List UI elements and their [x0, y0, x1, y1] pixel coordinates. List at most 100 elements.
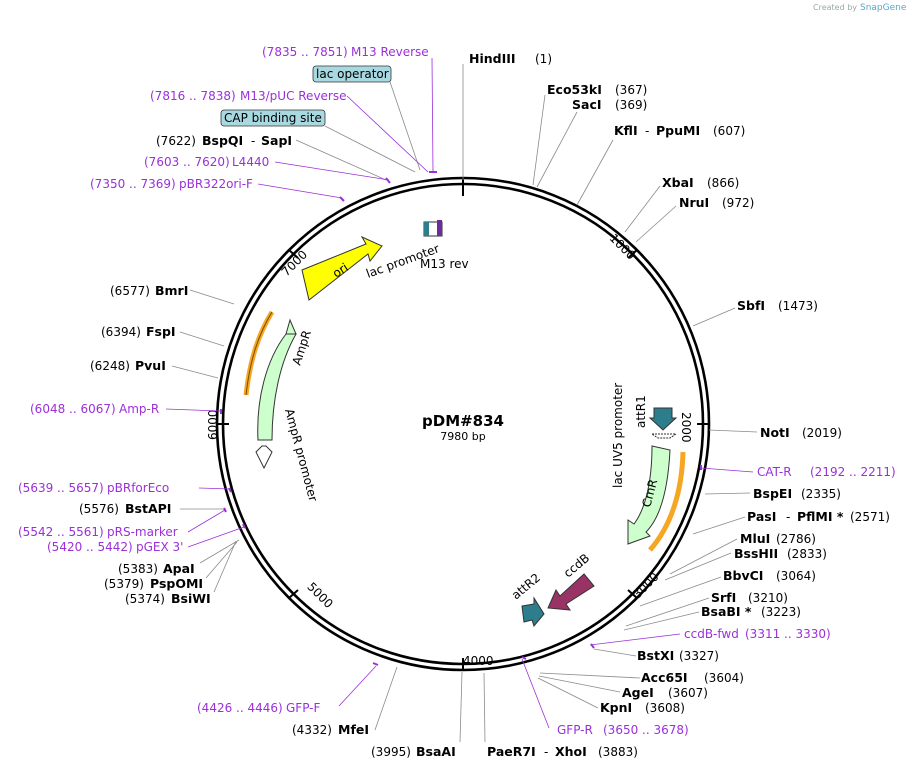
pvui-pos: (6248) — [90, 359, 130, 373]
attr2-arrow — [521, 596, 545, 628]
leader-lines — [171, 64, 758, 743]
cap-site-box: CAP binding site — [220, 109, 326, 127]
srfi-pos: (3210) — [748, 591, 788, 605]
cat-r-range: (2192 .. 2211) — [810, 465, 896, 479]
primer-gfp-r: GFP-R (3650 .. 3678) — [557, 723, 689, 737]
sbfi-pos: (1473) — [778, 299, 818, 313]
enzyme-apai: (5383) ApaI — [118, 561, 195, 576]
ccdb-feature: ccdB — [547, 551, 595, 611]
attr1-label: attR1 — [634, 395, 648, 428]
agei-name: AgeI — [622, 685, 654, 700]
m13-puc-reverse-range: (7816 .. 7838) — [150, 89, 236, 103]
paer7i-name2: XhoI — [555, 744, 587, 759]
bspqi-pos: (7622) — [156, 134, 196, 148]
primer-pbr322ori-f: (7350 .. 7369) pBR322ori-F — [90, 177, 253, 191]
paer7i-sep: - — [544, 745, 548, 759]
gfp-r-range: (3650 .. 3678) — [603, 723, 689, 737]
enzyme-pasi: PasI - PflMI * (2571) — [747, 509, 890, 524]
bsabi-pos: (3223) — [761, 605, 801, 619]
bstxi-name: BstXI — [637, 648, 674, 663]
enzyme-sbfi: SbfI (1473) — [737, 298, 818, 313]
cmr-orange-arc — [648, 451, 686, 552]
bsiwi-name: BsiWI — [171, 591, 211, 606]
bbvci-name: BbvCI — [723, 568, 763, 583]
primer-pbrforeco: (5639 .. 5657) pBRforEco — [18, 481, 169, 495]
primer-cat-r: CAT-R (2192 .. 2211) — [757, 465, 896, 479]
prs-marker-range: (5542 .. 5561) — [18, 525, 104, 539]
lac-operator-box: lac operator — [312, 65, 392, 83]
bsaai-name: BsaAI — [416, 744, 456, 759]
cap-site-label: CAP binding site — [224, 111, 322, 125]
apai-pos: (5383) — [118, 562, 158, 576]
amp-r-range: (6048 .. 6067) — [30, 402, 116, 416]
primer-pgex3: (5420 .. 5442) pGEX 3' — [47, 540, 183, 554]
enzyme-eco53ki: Eco53kI (367) — [547, 82, 647, 97]
bsshii-name: BssHII — [734, 546, 778, 561]
bspqi-name: BspQI — [202, 133, 243, 148]
primer-l4440: (7603 .. 7620) L4440 — [144, 155, 269, 169]
enzyme-bsshii: BssHII (2833) — [734, 546, 827, 561]
enzyme-srfi: SrfI (3210) — [711, 590, 788, 605]
kfli-name: KflI — [614, 123, 638, 138]
ccdb-fwd-name: ccdB-fwd — [684, 627, 739, 641]
pvui-name: PvuI — [135, 358, 166, 373]
amp-r-name: Amp-R — [119, 402, 159, 416]
primer-lines — [165, 57, 754, 729]
l4440-name: L4440 — [232, 155, 269, 169]
enzyme-mfei: (4332) MfeI — [292, 722, 369, 737]
mfei-name: MfeI — [338, 722, 369, 737]
ampr-promoter-label: AmpR promoter — [282, 407, 320, 503]
l4440-range: (7603 .. 7620) — [144, 155, 230, 169]
enzyme-bsiwi: (5374) BsiWI — [125, 591, 211, 606]
tick-label-5000: 5000 — [304, 580, 335, 611]
bspqi-name2: SapI — [261, 133, 292, 148]
m13-rev-label: M13 rev — [420, 257, 469, 271]
tick-label-2000: 2000 — [679, 412, 693, 443]
attr1-arrow — [648, 407, 678, 431]
pbrforeco-range: (5639 .. 5657) — [18, 481, 104, 495]
xbai-name: XbaI — [662, 175, 694, 190]
enzyme-bsaai: (3995) BsaAI — [371, 744, 456, 759]
pgex3-range: (5420 .. 5442) — [47, 540, 133, 554]
attr2-label: attR2 — [509, 571, 543, 603]
acc65i-name: Acc65I — [641, 670, 688, 685]
enzyme-bspei: BspEI (2335) — [753, 486, 841, 501]
tick-label-4000: 4000 — [463, 654, 494, 668]
hindiii-pos: (1) — [535, 52, 552, 66]
fspi-name: FspI — [146, 324, 176, 339]
bstapi-name: BstAPI — [125, 501, 171, 516]
enzyme-bstxi: BstXI (3327) — [637, 648, 719, 663]
primer-m13-puc-reverse: (7816 .. 7838) M13/pUC Reverse — [150, 89, 347, 103]
ccdb-fwd-range: (3311 .. 3330) — [745, 627, 831, 641]
fspi-pos: (6394) — [101, 325, 141, 339]
pspomi-pos: (5379) — [104, 577, 144, 591]
credit-prefix: Created by — [813, 3, 857, 12]
pbrforeco-name: pBRforEco — [107, 481, 169, 495]
primer-marks — [220, 171, 702, 666]
plasmid-name: pDM#834 — [422, 412, 504, 430]
gfp-f-name: GFP-F — [286, 701, 321, 715]
enzyme-noti: NotI (2019) — [760, 425, 842, 440]
kfli-pos: (607) — [713, 124, 745, 138]
bspqi-sep: - — [251, 134, 255, 148]
acc65i-pos: (3604) — [704, 671, 744, 685]
primer-m13-reverse: (7835 .. 7851) M13 Reverse — [262, 45, 429, 59]
m13-reverse-name: M13 Reverse — [351, 45, 429, 59]
ampr-promoter-arrow — [255, 445, 273, 470]
bstapi-pos: (5576) — [79, 502, 119, 516]
pgex3-name: pGEX 3' — [136, 540, 183, 554]
primer-amp-r: (6048 .. 6067) Amp-R — [30, 402, 159, 416]
bspei-pos: (2335) — [801, 487, 841, 501]
saci-name: SacI — [572, 97, 602, 112]
enzyme-fspi: (6394) FspI — [101, 324, 176, 339]
mlui-pos: (2786) — [776, 532, 816, 546]
pbr322ori-f-name: pBR322ori-F — [179, 177, 253, 191]
ccdb-label: ccdB — [561, 551, 592, 580]
primer-gfp-f: (4426 .. 4446) GFP-F — [197, 701, 321, 715]
enzyme-bstapi: (5576) BstAPI — [79, 501, 171, 516]
enzyme-mlui: MluI (2786) — [740, 531, 816, 546]
bsshii-pos: (2833) — [787, 547, 827, 561]
xbai-pos: (866) — [707, 176, 739, 190]
apai-name: ApaI — [163, 561, 195, 576]
gfp-f-range: (4426 .. 4446) — [197, 701, 283, 715]
